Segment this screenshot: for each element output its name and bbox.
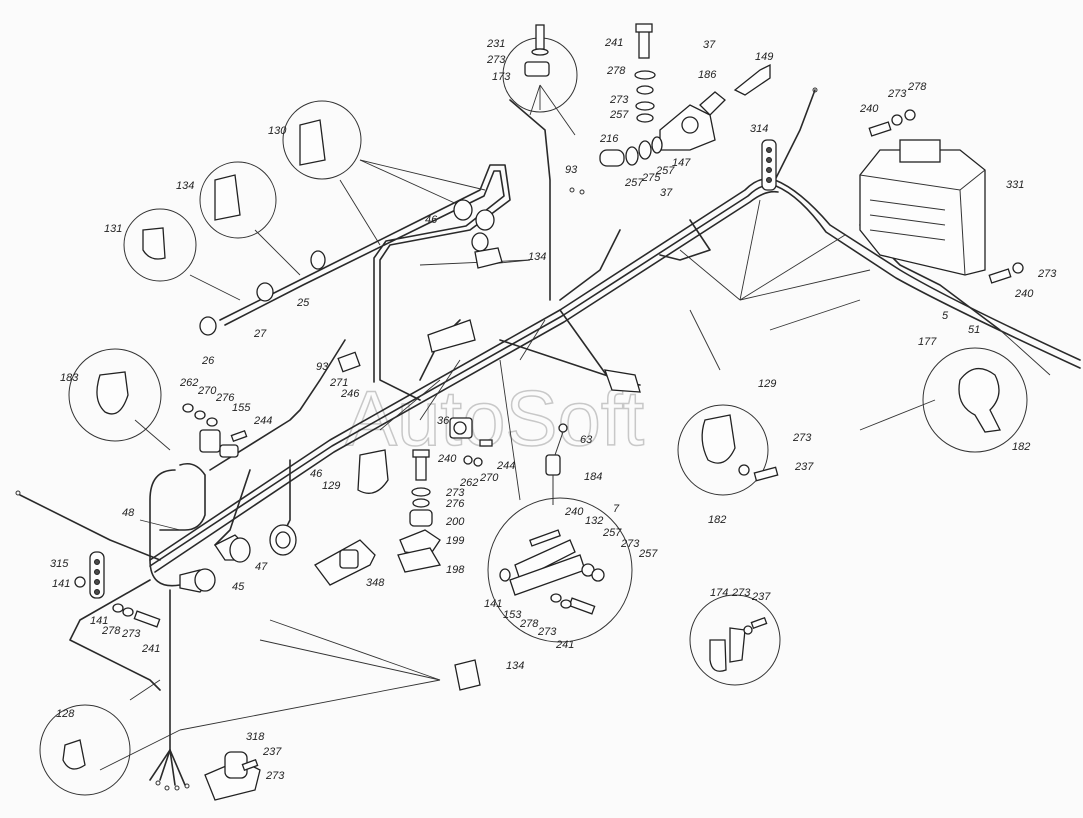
part-label-257: 257 [655, 165, 675, 177]
part-label-5: 5 [942, 310, 949, 322]
part-label-240: 240 [1014, 288, 1034, 300]
part-label-262: 262 [459, 477, 478, 489]
part-label-241: 241 [555, 639, 574, 651]
part-label-257: 257 [624, 177, 644, 189]
part-label-47: 47 [255, 561, 268, 573]
part-label-130: 130 [268, 125, 287, 137]
part-label-315: 315 [50, 558, 69, 570]
part-label-198: 198 [446, 564, 465, 576]
watermark: AutoSoft [345, 374, 645, 462]
part-label-147: 147 [672, 157, 691, 169]
part-label-278: 278 [101, 625, 121, 637]
leader-lines [99, 84, 1051, 771]
part-label-141: 141 [52, 578, 70, 590]
part-label-186: 186 [698, 69, 717, 81]
part-label-244: 244 [496, 460, 515, 472]
part-label-93: 93 [565, 164, 578, 176]
part-label-129: 129 [758, 378, 776, 390]
part-label-257: 257 [602, 527, 622, 539]
part-label-173: 173 [492, 71, 511, 83]
part-label-131: 131 [104, 223, 122, 235]
part-label-63: 63 [580, 434, 593, 446]
part-label-177: 177 [918, 336, 937, 348]
part-label-155: 155 [232, 402, 251, 414]
part-label-273: 273 [609, 94, 629, 106]
part-label-183: 183 [60, 372, 79, 384]
part-label-93: 93 [316, 361, 329, 373]
part-label-278: 278 [907, 81, 927, 93]
part-label-45: 45 [232, 581, 245, 593]
part-label-278: 278 [519, 618, 539, 630]
part-label-273: 273 [265, 770, 285, 782]
part-label-273: 273 [620, 538, 640, 550]
part-label-318: 318 [246, 731, 265, 743]
part-label-134: 134 [528, 251, 546, 263]
part-label-270: 270 [197, 385, 217, 397]
part-label-25: 25 [296, 297, 310, 309]
part-label-199: 199 [446, 535, 464, 547]
part-label-273: 273 [445, 487, 465, 499]
part-label-262: 262 [179, 377, 198, 389]
part-label-273: 273 [537, 626, 557, 638]
part-label-200: 200 [445, 516, 465, 528]
part-label-51: 51 [968, 324, 980, 336]
part-label-348: 348 [366, 577, 385, 589]
part-label-331: 331 [1006, 179, 1024, 191]
part-label-37: 37 [660, 187, 673, 199]
part-label-174: 174 [710, 587, 728, 599]
part-label-37: 37 [703, 39, 716, 51]
part-label-216: 216 [599, 133, 619, 145]
part-label-273: 273 [731, 587, 751, 599]
part-label-128: 128 [56, 708, 75, 720]
part-label-141: 141 [484, 598, 502, 610]
part-label-276: 276 [215, 392, 235, 404]
part-label-231: 231 [486, 38, 505, 50]
part-label-141: 141 [90, 615, 108, 627]
part-label-7: 7 [613, 503, 620, 515]
part-label-273: 273 [887, 88, 907, 100]
part-label-26: 26 [201, 355, 215, 367]
part-label-275: 275 [641, 172, 661, 184]
part-label-240: 240 [564, 506, 584, 518]
part-label-273: 273 [1037, 268, 1057, 280]
part-label-244: 244 [253, 415, 272, 427]
part-label-237: 237 [262, 746, 282, 758]
part-label-129: 129 [322, 480, 340, 492]
part-label-241: 241 [141, 643, 160, 655]
part-label-36: 36 [437, 415, 450, 427]
part-label-240: 240 [859, 103, 879, 115]
part-label-153: 153 [503, 609, 522, 621]
part-label-132: 132 [585, 515, 603, 527]
part-label-273: 273 [792, 432, 812, 444]
part-label-134: 134 [176, 180, 194, 192]
part-label-273: 273 [486, 54, 506, 66]
part-label-276: 276 [445, 498, 465, 510]
part-label-184: 184 [584, 471, 602, 483]
part-label-134: 134 [506, 660, 524, 672]
part-label-46: 46 [310, 468, 323, 480]
part-label-237: 237 [794, 461, 814, 473]
part-label-27: 27 [253, 328, 267, 340]
part-label-257: 257 [638, 548, 658, 560]
part-label-273: 273 [121, 628, 141, 640]
part-label-241: 241 [604, 37, 623, 49]
part-label-182: 182 [708, 514, 726, 526]
detail-circles [39, 37, 1028, 796]
part-label-271: 271 [329, 377, 348, 389]
part-label-182: 182 [1012, 441, 1030, 453]
part-label-240: 240 [437, 453, 457, 465]
part-label-149: 149 [755, 51, 773, 63]
part-label-257: 257 [609, 109, 629, 121]
part-label-278: 278 [606, 65, 626, 77]
part-label-314: 314 [750, 123, 768, 135]
part-label-246: 246 [340, 388, 360, 400]
part-label-46: 46 [425, 214, 438, 226]
part-label-48: 48 [122, 507, 135, 519]
part-label-270: 270 [479, 472, 499, 484]
parts [15, 23, 1024, 801]
part-label-237: 237 [751, 591, 771, 603]
